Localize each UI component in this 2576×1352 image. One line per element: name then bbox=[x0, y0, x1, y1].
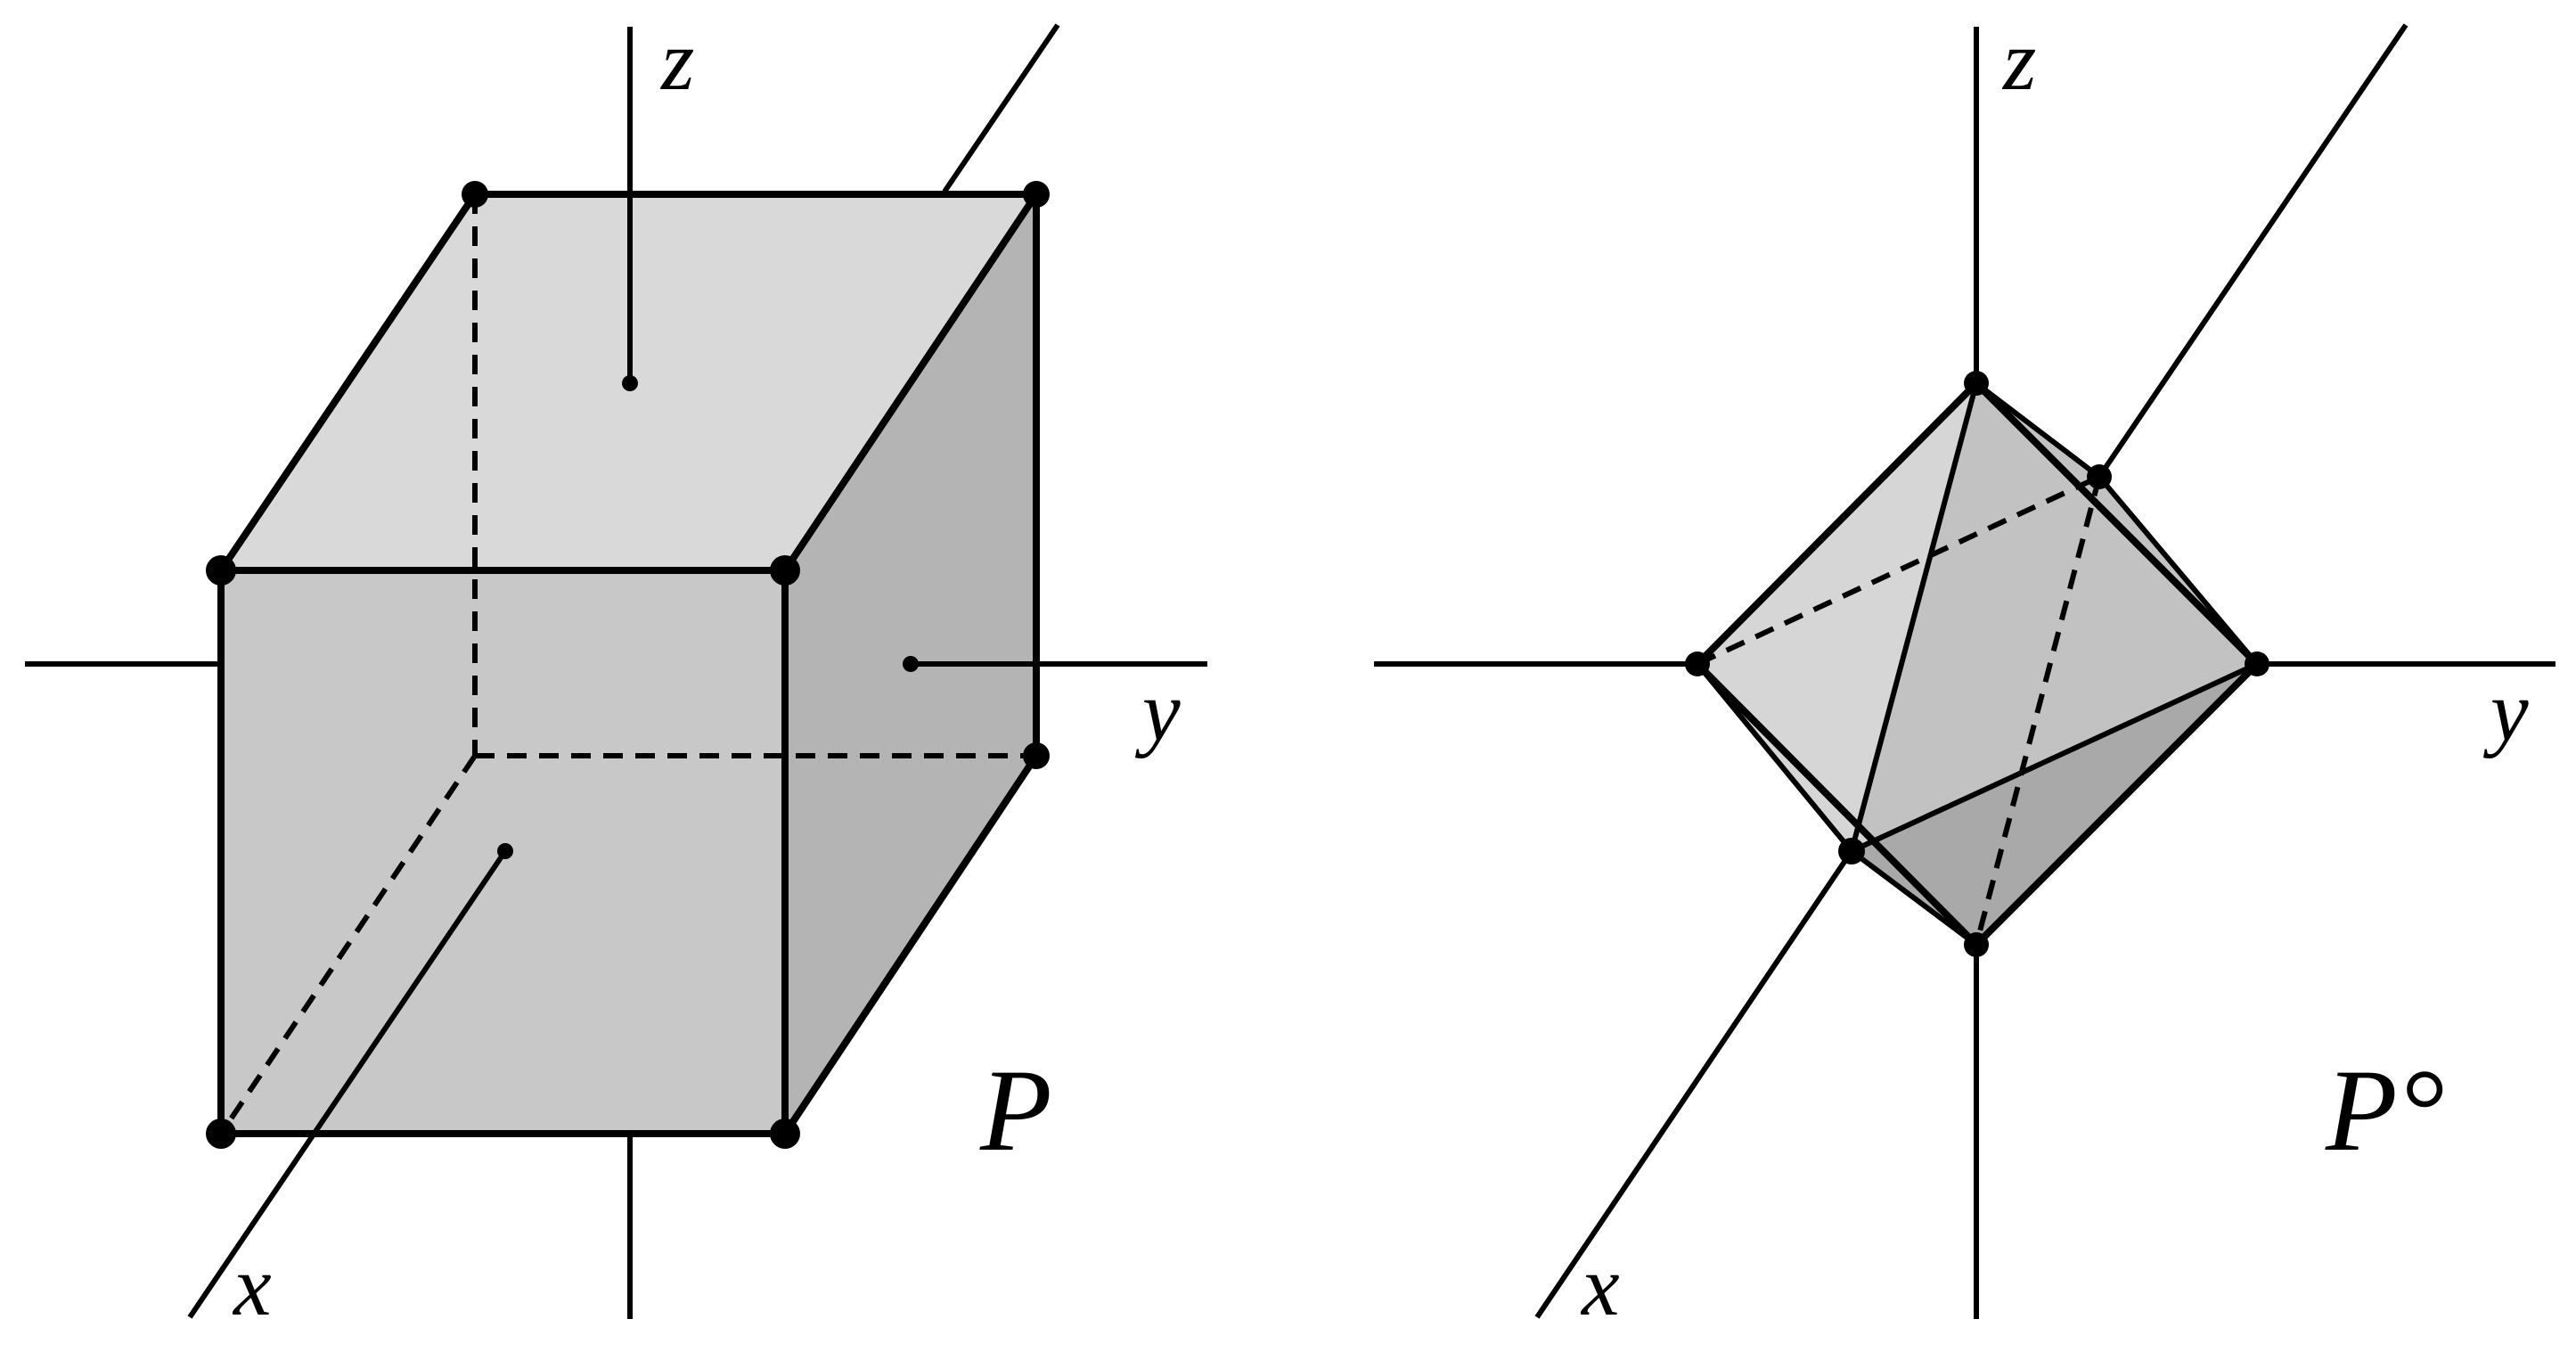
octahedron-vertex bbox=[1964, 932, 1989, 957]
octahedron-edge bbox=[1849, 661, 2260, 854]
cube-vertex bbox=[770, 555, 800, 586]
z-axis-label: z bbox=[2001, 12, 2036, 108]
z-axis-label: z bbox=[659, 12, 694, 108]
cube-panel: z y x P bbox=[25, 12, 1207, 1333]
x-axis-back bbox=[2097, 23, 2408, 479]
cube-vertex bbox=[462, 181, 488, 208]
octahedron-vertex bbox=[2245, 651, 2269, 676]
octahedron-face-bottom-right bbox=[1852, 664, 2257, 945]
octahedron-vertex bbox=[1685, 651, 1710, 676]
cube-vertex bbox=[1023, 181, 1050, 208]
octahedron-edge bbox=[1974, 381, 2102, 479]
polar-polytope-label: P° bbox=[2325, 1045, 2444, 1176]
octahedron-edge bbox=[1695, 661, 1854, 854]
octahedron-hidden-edge bbox=[1696, 474, 2101, 667]
x-axis-front bbox=[1534, 849, 1854, 1319]
octahedron-edge bbox=[2097, 474, 2260, 667]
octahedron-vertex bbox=[2087, 464, 2112, 489]
x-axis-back bbox=[942, 23, 1060, 193]
y-axis-label: y bbox=[2482, 663, 2529, 758]
front-face-center-point bbox=[497, 843, 513, 859]
octahedron-hidden-edge bbox=[1974, 476, 2102, 946]
cube-vertex bbox=[770, 1118, 800, 1149]
cube-vertex bbox=[206, 1118, 236, 1149]
octahedron-vertex bbox=[1838, 838, 1865, 864]
cube-hidden-edge-diagonal bbox=[218, 754, 478, 1135]
cube-top-outline bbox=[217, 191, 1040, 574]
octahedron-edge bbox=[1849, 848, 1979, 947]
octahedron-panel: z y x P° bbox=[1374, 12, 2556, 1333]
cube-vertex bbox=[1023, 742, 1050, 769]
x-axis-label: x bbox=[232, 1238, 272, 1333]
octahedron-vertex bbox=[1964, 371, 1989, 396]
right-face-center-point bbox=[903, 656, 919, 672]
cube-vertex bbox=[206, 555, 236, 586]
polytope-label: P bbox=[979, 1045, 1052, 1176]
octahedron-face-right bbox=[1852, 383, 2257, 851]
x-axis-label: x bbox=[1580, 1238, 1620, 1333]
y-axis-label: y bbox=[1134, 663, 1181, 758]
octahedron-edge bbox=[1849, 381, 1979, 854]
x-axis-front bbox=[187, 849, 508, 1319]
top-face-center-point bbox=[622, 375, 638, 391]
